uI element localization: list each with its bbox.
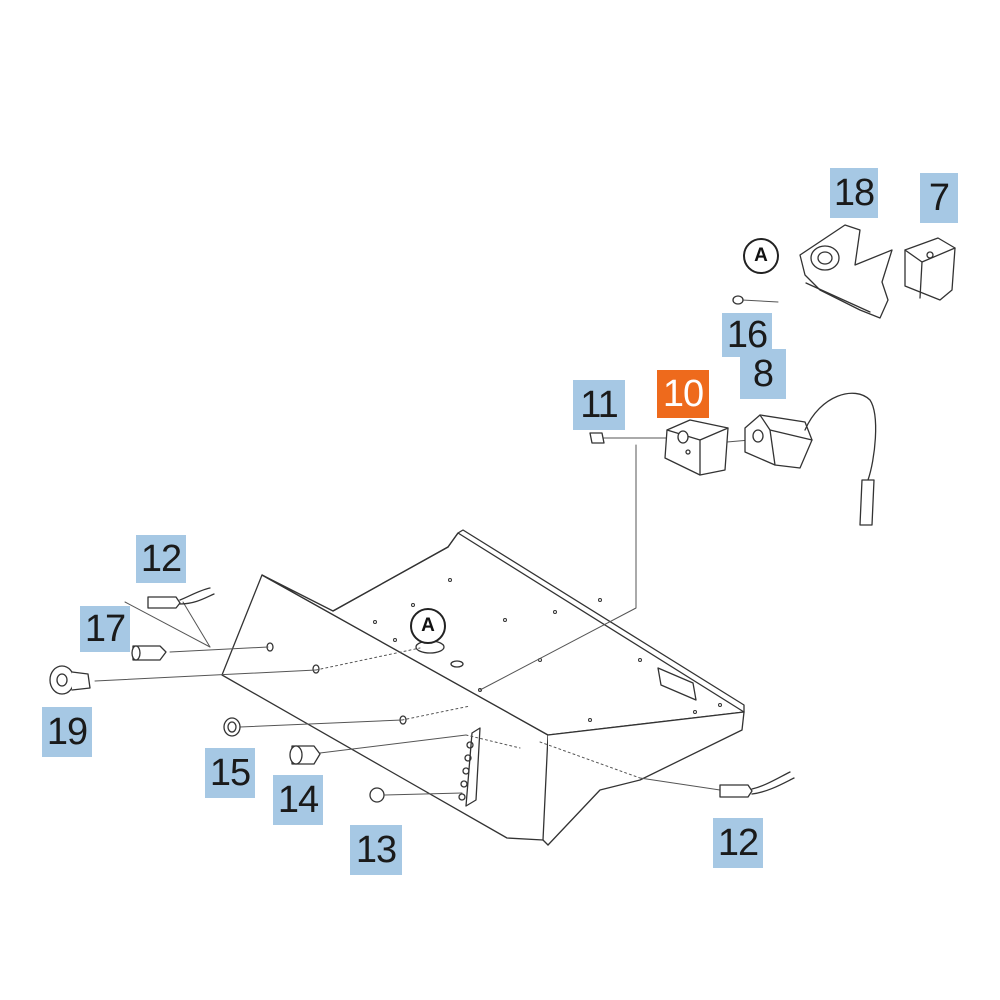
part-11-screw [589,432,605,444]
callout-label: 14 [277,778,319,821]
callout-label: 12 [140,537,182,580]
reference-marker-label: A [754,245,768,266]
callout-label: 19 [46,710,88,753]
callout-label: 7 [928,176,950,219]
part-7-block [904,237,956,301]
callout-17: 17 [80,606,130,652]
part-15-nut [223,717,241,737]
callout-label: 18 [833,171,875,214]
part-14-bushing [289,745,321,765]
callout-15: 15 [205,748,255,798]
part-19-knob [49,665,91,695]
part-18-bracket [799,224,893,319]
callout-14: 14 [273,775,323,825]
reference-marker-a-lower: A [410,608,446,644]
reference-marker-a-upper: A [743,238,779,274]
callout-19: 19 [42,707,92,757]
callout-10-highlighted: 10 [657,370,709,418]
part-12-sensor-upper [147,587,215,609]
callout-12-upper: 12 [136,535,186,583]
callout-label: 15 [209,751,251,794]
callout-label: 8 [752,352,774,395]
base-plate [221,529,745,846]
callout-label: 11 [580,383,618,426]
callout-11: 11 [573,380,625,430]
callout-12-lower: 12 [713,818,763,868]
callout-label: 17 [84,607,126,650]
callout-label: 13 [355,828,397,871]
part-10-block [664,419,729,476]
part-12-sensor-lower [719,771,795,798]
callout-label: 12 [717,821,759,864]
reference-marker-label: A [421,615,435,636]
callout-label: 10 [662,372,704,415]
part-8-thermostat [744,392,877,526]
callout-7: 7 [920,173,958,223]
callout-18: 18 [830,168,878,218]
part-16-screw [732,295,744,305]
callout-8: 8 [740,349,786,399]
callout-label: 16 [726,313,768,356]
part-17-fitting [131,645,167,661]
callout-13: 13 [350,825,402,875]
part-13-plug [369,787,385,803]
leader-lines [94,299,779,796]
